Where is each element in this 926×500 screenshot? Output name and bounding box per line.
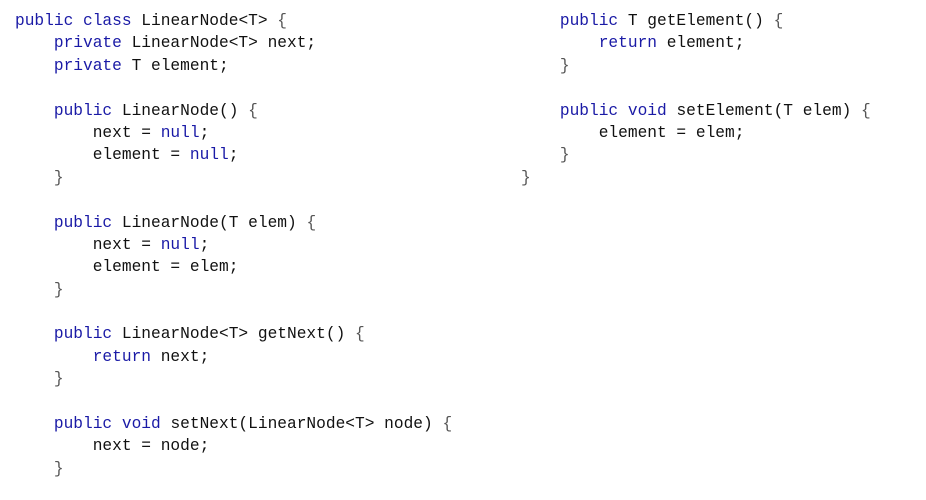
code-line: element = null; <box>15 144 452 166</box>
code-line: return next; <box>15 346 452 368</box>
code-token: LinearNode<T> next; <box>131 34 317 53</box>
code-token: next = <box>15 235 161 254</box>
code-keyword: public class <box>15 12 142 30</box>
code-token: LinearNode<T> getNext() <box>121 325 355 344</box>
code-line: public LinearNode<T> getNext() { <box>15 323 452 345</box>
code-brace: } <box>15 459 64 478</box>
code-line: } <box>15 279 452 301</box>
code-brace: } <box>15 370 64 389</box>
code-token: LinearNode<T> <box>141 12 278 30</box>
code-brace: { <box>773 12 784 30</box>
code-keyword: return <box>15 347 161 366</box>
code-token: ; <box>199 123 210 142</box>
code-token: LinearNode() <box>121 101 249 120</box>
code-brace: { <box>442 415 453 434</box>
code-brace: } <box>15 168 64 187</box>
code-keyword: public <box>15 101 122 120</box>
code-brace: } <box>15 280 64 299</box>
code-line: public class LinearNode<T> { <box>15 10 452 32</box>
code-line: } <box>521 167 871 189</box>
code-line: public void setNext(LinearNode<T> node) … <box>15 413 452 435</box>
code-token: T element; <box>131 56 229 75</box>
code-line: private T element; <box>15 55 452 77</box>
code-token: ; <box>228 146 239 165</box>
code-keyword: public void <box>521 101 677 120</box>
code-token: next = node; <box>15 437 210 456</box>
code-token: T getElement() <box>627 12 774 30</box>
code-token: ; <box>199 235 210 254</box>
code-line: element = elem; <box>15 256 452 278</box>
code-line: public LinearNode() { <box>15 100 452 122</box>
code-line: public void setElement(T elem) { <box>521 100 871 122</box>
code-token: element = elem; <box>15 258 239 277</box>
code-line <box>15 301 452 323</box>
code-keyword: public void <box>15 415 171 434</box>
code-line: element = elem; <box>521 122 871 144</box>
code-brace: { <box>248 101 258 120</box>
code-keyword: private <box>15 34 132 53</box>
code-token: LinearNode(T elem) <box>121 213 307 232</box>
code-token: setNext(LinearNode<T> node) <box>170 415 443 434</box>
code-line: public T getElement() { <box>521 10 871 32</box>
code-keyword: null <box>160 123 200 142</box>
code-brace: { <box>277 12 288 30</box>
code-line: } <box>521 144 871 166</box>
code-brace: } <box>521 146 570 165</box>
code-token: element = <box>15 146 190 165</box>
code-line: } <box>15 458 452 480</box>
code-keyword: public <box>521 12 628 30</box>
code-column-right: public T getElement() { return element; … <box>521 10 871 189</box>
code-keyword: public <box>15 213 122 232</box>
code-line: } <box>15 368 452 390</box>
code-token: setElement(T elem) <box>676 101 862 120</box>
code-line: next = null; <box>15 234 452 256</box>
code-line: next = null; <box>15 122 452 144</box>
code-column-left: public class LinearNode<T> { private Lin… <box>15 10 452 480</box>
code-brace: } <box>521 56 570 75</box>
code-brace: { <box>355 325 365 344</box>
code-token: next = <box>15 123 161 142</box>
code-keyword: public <box>15 325 122 344</box>
code-token: element = elem; <box>521 123 745 142</box>
code-brace: { <box>306 213 317 232</box>
code-line: return element; <box>521 32 871 54</box>
code-line: } <box>521 55 871 77</box>
code-line <box>521 77 871 99</box>
code-token: element; <box>666 34 745 53</box>
code-line: public LinearNode(T elem) { <box>15 212 452 234</box>
code-keyword: null <box>160 235 200 254</box>
code-line: } <box>15 167 452 189</box>
code-keyword: return <box>521 34 667 53</box>
code-line <box>15 189 452 211</box>
code-brace: } <box>521 168 531 187</box>
code-line <box>15 391 452 413</box>
code-brace: { <box>861 101 871 120</box>
code-keyword: null <box>189 146 229 165</box>
code-token: next; <box>160 347 210 366</box>
code-line: private LinearNode<T> next; <box>15 32 452 54</box>
code-line <box>15 77 452 99</box>
code-line: next = node; <box>15 435 452 457</box>
code-keyword: private <box>15 56 132 75</box>
